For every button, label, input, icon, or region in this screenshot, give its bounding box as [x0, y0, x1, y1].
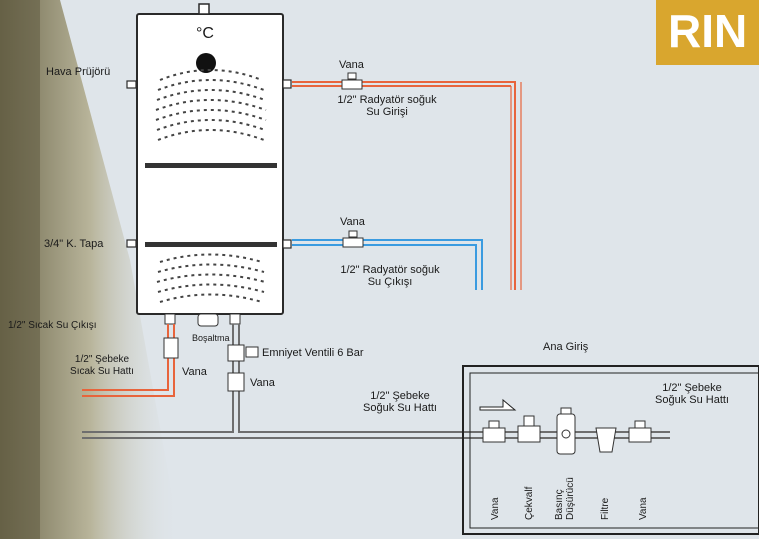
main-entry-box	[462, 365, 759, 535]
label-safety-valve: Emniyet Ventili 6 Bar	[262, 347, 364, 359]
label-valve-right: Vana	[250, 377, 275, 389]
heater-top-cap	[198, 3, 210, 15]
label-radiator-inlet: 1/2" Radyatör soğuk	[337, 94, 437, 106]
heating-coils-lower	[156, 253, 266, 303]
label-plug: 3/4" K. Tapa	[44, 238, 104, 250]
label-valve-left: Vana	[182, 366, 207, 378]
label-radiator-outlet: 1/2" Radyatör soğuk	[340, 264, 440, 276]
flow-arrow	[479, 398, 517, 411]
label-comp-reducer: Düşürücü	[565, 477, 576, 520]
label-comp-pressure: Basınç	[554, 489, 565, 520]
cold-inlet-fitting	[229, 313, 241, 325]
inlet-fitting	[282, 79, 292, 89]
label-radiator-outlet-2: Su Çıkışı	[367, 276, 413, 288]
temperature-unit: °C	[196, 25, 214, 42]
label-mains-hot: 1/2" Şebeke	[74, 354, 130, 365]
main-entry-inner-box	[469, 372, 759, 529]
label-radiator-inlet-2: Su Girişi	[366, 106, 408, 118]
valve-mid	[342, 230, 364, 248]
label-hot-outlet: 1/2" Sıcak Su Çıkışı	[8, 320, 97, 331]
cold-line-valve	[227, 372, 245, 392]
label-comp-filter: Filtre	[600, 497, 611, 520]
label-comp-check-valve: Çekvalf	[524, 486, 535, 520]
radiator-inlet-pipe	[292, 81, 522, 290]
heater-divider-bottom	[145, 242, 277, 247]
hot-outlet-fitting	[164, 313, 176, 325]
label-main-entry: Ana Giriş	[543, 341, 589, 353]
safety-valve	[245, 346, 259, 358]
component-check-valve	[517, 415, 541, 443]
label-drain: Boşaltma	[192, 333, 230, 343]
label-box-mains-cold-2: Soğuk Su Hattı	[655, 394, 729, 406]
label-mains-cold: 1/2" Şebeke	[370, 390, 430, 402]
safety-valve-tee	[227, 344, 245, 362]
plug-fitting	[126, 239, 137, 248]
heating-coils-upper	[155, 69, 267, 141]
component-valve-1	[482, 420, 506, 443]
drain-fitting	[197, 313, 219, 327]
label-mains-hot-2: Sıcak Su Hattı	[70, 366, 134, 377]
heater-divider-top	[145, 163, 277, 168]
thermostat-knob	[196, 53, 216, 73]
component-pressure-reducer	[556, 407, 576, 455]
tree-trunk	[0, 0, 40, 539]
component-filter	[595, 427, 617, 453]
hot-line-valve	[163, 337, 179, 359]
label-valve-mid: Vana	[340, 216, 365, 228]
air-purge-fitting	[126, 80, 137, 89]
valve-top	[341, 72, 363, 90]
label-comp-valve-2: Vana	[638, 497, 649, 520]
label-valve-top: Vana	[339, 59, 364, 71]
component-valve-2	[628, 420, 652, 443]
label-mains-cold-2: Soğuk Su Hattı	[363, 402, 437, 414]
label-air-purge: Hava Prüjörü	[46, 66, 111, 78]
label-comp-valve-1: Vana	[490, 497, 501, 520]
label-box-mains-cold: 1/2" Şebeke	[662, 382, 722, 394]
outlet-fitting	[282, 239, 292, 249]
brand-banner: RIN	[656, 0, 759, 65]
background-forest	[0, 0, 180, 539]
